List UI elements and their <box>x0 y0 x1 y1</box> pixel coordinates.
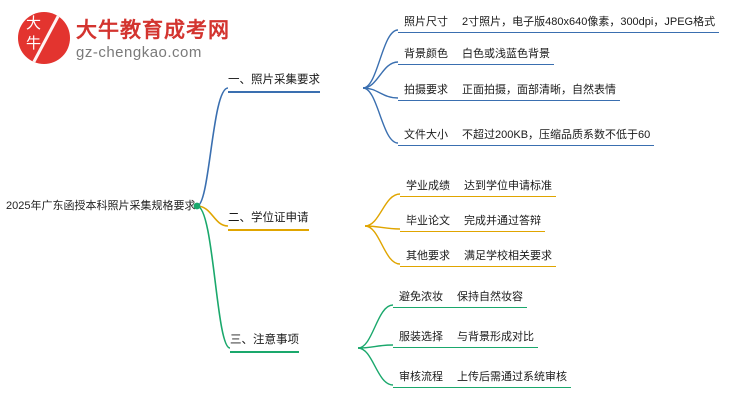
mindmap-root-label: 2025年广东函授本科照片采集规格要求 <box>6 200 196 212</box>
mindmap-leaf-2-2-key: 毕业论文 <box>400 214 456 232</box>
mindmap-leaf-3-3-value: 上传后需通过系统审核 <box>449 370 571 388</box>
mindmap-branch-3-label[interactable]: 三、注意事项 <box>230 333 299 353</box>
mindmap-leaf-3-3[interactable]: 审核流程 上传后需通过系统审核 <box>393 368 571 388</box>
mindmap-leaf-1-4[interactable]: 文件大小 不超过200KB，压缩品质系数不低于60 <box>398 126 655 146</box>
logo-badge-icon: 大 牛 <box>18 12 70 64</box>
mindmap-leaf-1-2[interactable]: 背景颜色 白色或浅蓝色背景 <box>398 45 554 65</box>
mindmap-leaf-1-3-key: 拍摄要求 <box>398 83 454 101</box>
mindmap-leaf-2-3-value: 满足学校相关要求 <box>456 249 556 267</box>
mindmap-leaf-1-1-key: 照片尺寸 <box>398 15 454 33</box>
mindmap-leaf-2-1[interactable]: 学业成绩 达到学位申请标准 <box>400 177 556 197</box>
mindmap-leaf-2-3[interactable]: 其他要求 满足学校相关要求 <box>400 247 556 267</box>
logo-badge-char-bottom: 牛 <box>26 36 42 52</box>
mindmap-leaf-3-2-key: 服装选择 <box>393 330 449 348</box>
mindmap-leaf-1-2-value: 白色或浅蓝色背景 <box>454 47 554 65</box>
mindmap-leaf-1-1-value: 2寸照片，电子版480x640像素，300dpi，JPEG格式 <box>454 15 720 33</box>
site-logo: 大 牛 大牛教育成考网 gz-chengkao.com <box>18 10 230 70</box>
mindmap-leaf-3-1-key: 避免浓妆 <box>393 290 449 308</box>
mindmap-leaf-2-2[interactable]: 毕业论文 完成并通过答辩 <box>400 212 545 232</box>
logo-site-name: 大牛教育成考网 <box>76 19 230 42</box>
mindmap-leaf-2-3-key: 其他要求 <box>400 249 456 267</box>
mindmap-leaf-3-1-value: 保持自然妆容 <box>449 290 527 308</box>
mindmap-leaf-2-1-value: 达到学位申请标准 <box>456 179 556 197</box>
mindmap-leaf-2-1-key: 学业成绩 <box>400 179 456 197</box>
mindmap-branch-1-label[interactable]: 一、照片采集要求 <box>228 73 320 93</box>
mindmap-leaf-1-2-key: 背景颜色 <box>398 47 454 65</box>
mindmap-leaf-3-1[interactable]: 避免浓妆 保持自然妆容 <box>393 288 527 308</box>
mindmap-leaf-1-3[interactable]: 拍摄要求 正面拍摄，面部清晰，自然表情 <box>398 81 620 101</box>
logo-site-url: gz-chengkao.com <box>76 44 202 61</box>
mindmap-leaf-1-4-key: 文件大小 <box>398 128 454 146</box>
mindmap-leaf-3-3-key: 审核流程 <box>393 370 449 388</box>
mindmap-leaf-1-1[interactable]: 照片尺寸 2寸照片，电子版480x640像素，300dpi，JPEG格式 <box>398 13 720 33</box>
mindmap-leaf-1-3-value: 正面拍摄，面部清晰，自然表情 <box>454 83 620 101</box>
mindmap-leaf-3-2-value: 与背景形成对比 <box>449 330 538 348</box>
mindmap-branch-2-label[interactable]: 二、学位证申请 <box>228 211 309 231</box>
logo-badge-char-top: 大 <box>26 16 42 32</box>
mindmap-leaf-1-4-value: 不超过200KB，压缩品质系数不低于60 <box>454 128 655 146</box>
mindmap-leaf-3-2[interactable]: 服装选择 与背景形成对比 <box>393 328 538 348</box>
mindmap-leaf-2-2-value: 完成并通过答辩 <box>456 214 545 232</box>
